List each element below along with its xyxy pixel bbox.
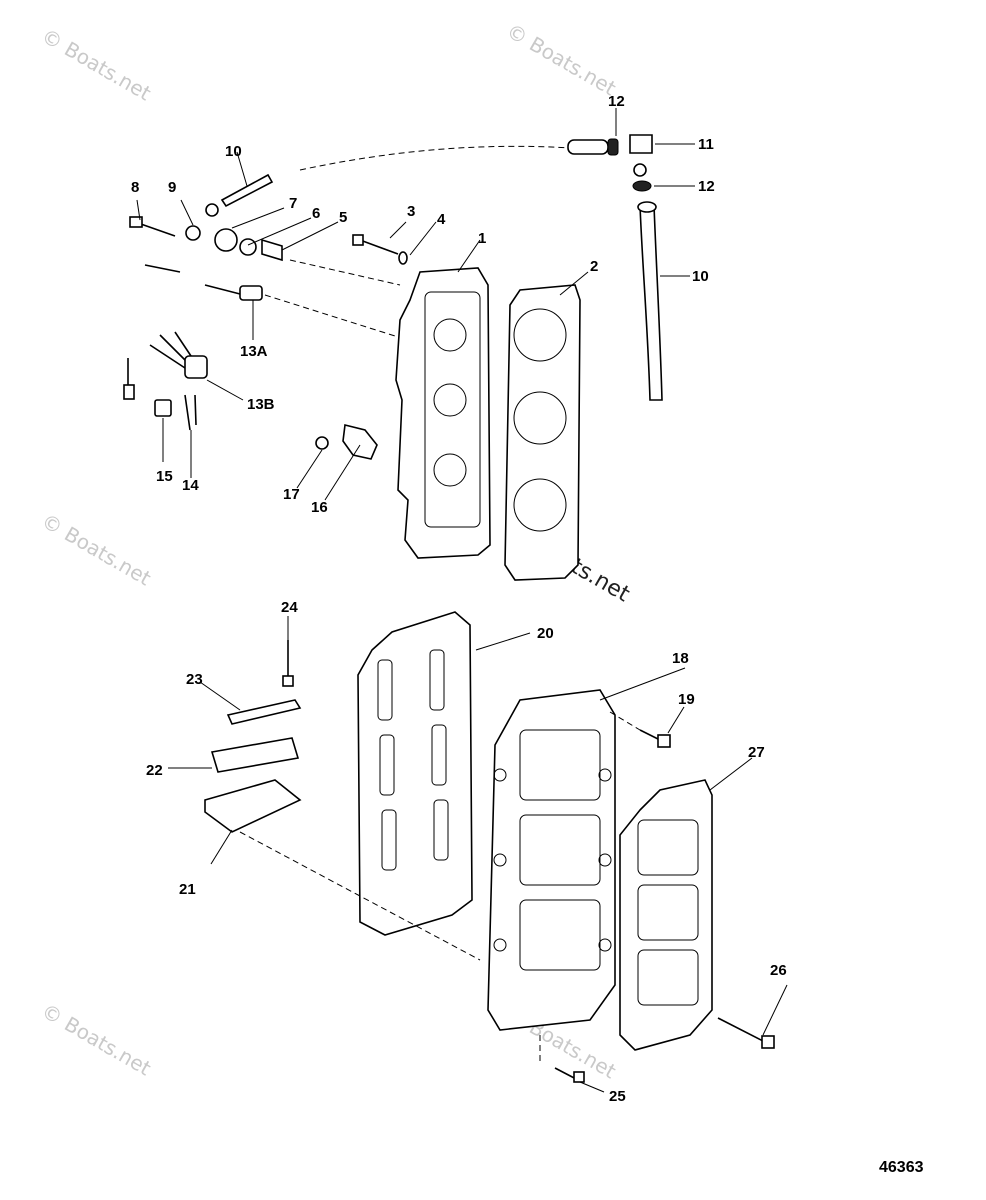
callout-7: 7	[289, 195, 297, 212]
hose-assembly	[220, 134, 663, 401]
callout-4: 4	[437, 211, 446, 228]
callout-3: 3	[407, 203, 415, 220]
callout-18: 18	[672, 650, 689, 667]
callout-14: 14	[182, 477, 199, 494]
callout-23: 23	[186, 671, 203, 688]
callout-1: 1	[478, 230, 486, 247]
cover-gasket-20	[357, 611, 473, 936]
callout-10-top: 10	[225, 143, 242, 160]
bolt-19	[609, 711, 671, 748]
callout-labels: 1 2 3 4 5 6 7 8 9 10 11 12 12 10 13A 13B…	[131, 93, 787, 1105]
watermark-mid-left: © Boats.net	[38, 509, 156, 591]
callout-16: 16	[311, 499, 328, 516]
leader-lines	[136, 108, 788, 1093]
callout-17: 17	[283, 486, 300, 503]
callout-12-top: 12	[608, 93, 625, 110]
callout-21: 21	[179, 881, 196, 898]
thermostat-parts	[129, 203, 408, 286]
callout-11: 11	[698, 136, 714, 153]
callout-10-right: 10	[692, 268, 709, 285]
callout-22: 22	[146, 762, 163, 779]
watermark-top-left: © Boats.net	[38, 24, 156, 106]
cylinder-head	[395, 267, 491, 559]
watermark-top-center: © Boats.net	[503, 19, 621, 101]
callout-2: 2	[590, 258, 598, 275]
callout-24: 24	[281, 599, 298, 616]
sensor-wiring	[123, 264, 396, 431]
callout-8: 8	[131, 179, 139, 196]
cover-gasket-27	[619, 779, 713, 1051]
callout-25: 25	[609, 1088, 626, 1105]
reed-plate-stack	[204, 640, 481, 961]
callout-19: 19	[678, 691, 695, 708]
callout-5: 5	[339, 209, 347, 226]
figure-number: 46363	[879, 1159, 924, 1176]
head-gasket	[504, 284, 581, 581]
callout-27: 27	[748, 744, 765, 761]
callout-20: 20	[537, 625, 554, 642]
callout-9: 9	[168, 179, 176, 196]
callout-15: 15	[156, 468, 173, 485]
callout-26: 26	[770, 962, 787, 979]
temp-switch	[315, 424, 378, 460]
watermark-bottom-left: © Boats.net	[38, 999, 156, 1081]
bolt-26	[717, 1017, 775, 1049]
callout-13B: 13B	[247, 396, 275, 413]
callout-12-right: 12	[698, 178, 715, 195]
reed-block-18	[487, 689, 616, 1083]
callout-13A: 13A	[240, 343, 268, 360]
callout-6: 6	[312, 205, 320, 222]
